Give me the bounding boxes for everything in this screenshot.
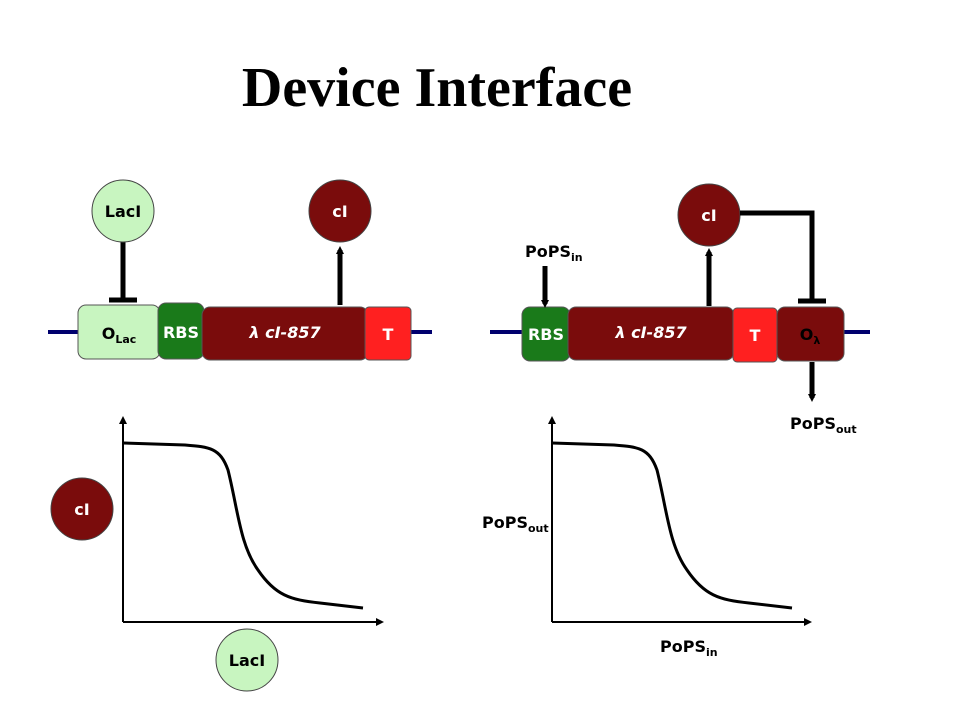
left-graph-laci-node bbox=[215, 628, 279, 692]
left-graph-response-curve bbox=[122, 441, 364, 610]
left-operator-label: OLac bbox=[102, 324, 137, 346]
right-ci-repression-line bbox=[740, 210, 815, 300]
left-gene-label: λ cI-857 bbox=[248, 323, 321, 342]
left-ci-label: cI bbox=[332, 202, 347, 221]
left-rbs-label: RBS bbox=[163, 323, 199, 342]
right-pops-in-label: PoPSin bbox=[525, 242, 583, 264]
left-ci-protein bbox=[308, 179, 372, 243]
left-laci-label: LacI bbox=[105, 202, 141, 221]
right-terminator-label: T bbox=[750, 326, 761, 345]
right-graph-response-curve bbox=[551, 441, 793, 610]
right-pops-out-label: PoPSout bbox=[790, 414, 857, 436]
right-operator-olambda bbox=[776, 306, 845, 362]
right-rbs-label: RBS bbox=[528, 325, 564, 344]
left-graph-y-label: cI bbox=[74, 500, 89, 519]
page-title: Device Interface bbox=[242, 57, 632, 119]
left-terminator-label: T bbox=[383, 325, 394, 344]
left-laci-protein bbox=[91, 179, 155, 243]
left-graph-x-label: LacI bbox=[229, 651, 265, 670]
right-transfer-graph: PoPSout PoPSin bbox=[482, 416, 812, 659]
left-graph-ci-node bbox=[50, 477, 114, 541]
left-device: OLac RBS λ cI-857 T LacI cI bbox=[48, 179, 432, 361]
right-graph-y-label: PoPSout bbox=[482, 513, 549, 535]
right-gene-label: λ cI-857 bbox=[614, 323, 687, 342]
right-operator-label: Oλ bbox=[800, 325, 821, 347]
right-device: RBS λ cI-857 T Oλ PoPSin cI PoPSout bbox=[490, 183, 870, 436]
right-ci-label: cI bbox=[701, 206, 716, 225]
right-graph-x-label: PoPSin bbox=[660, 637, 718, 659]
left-terminator bbox=[364, 306, 412, 361]
left-operator-olac bbox=[77, 304, 161, 360]
left-transfer-graph: cI LacI bbox=[50, 416, 384, 692]
